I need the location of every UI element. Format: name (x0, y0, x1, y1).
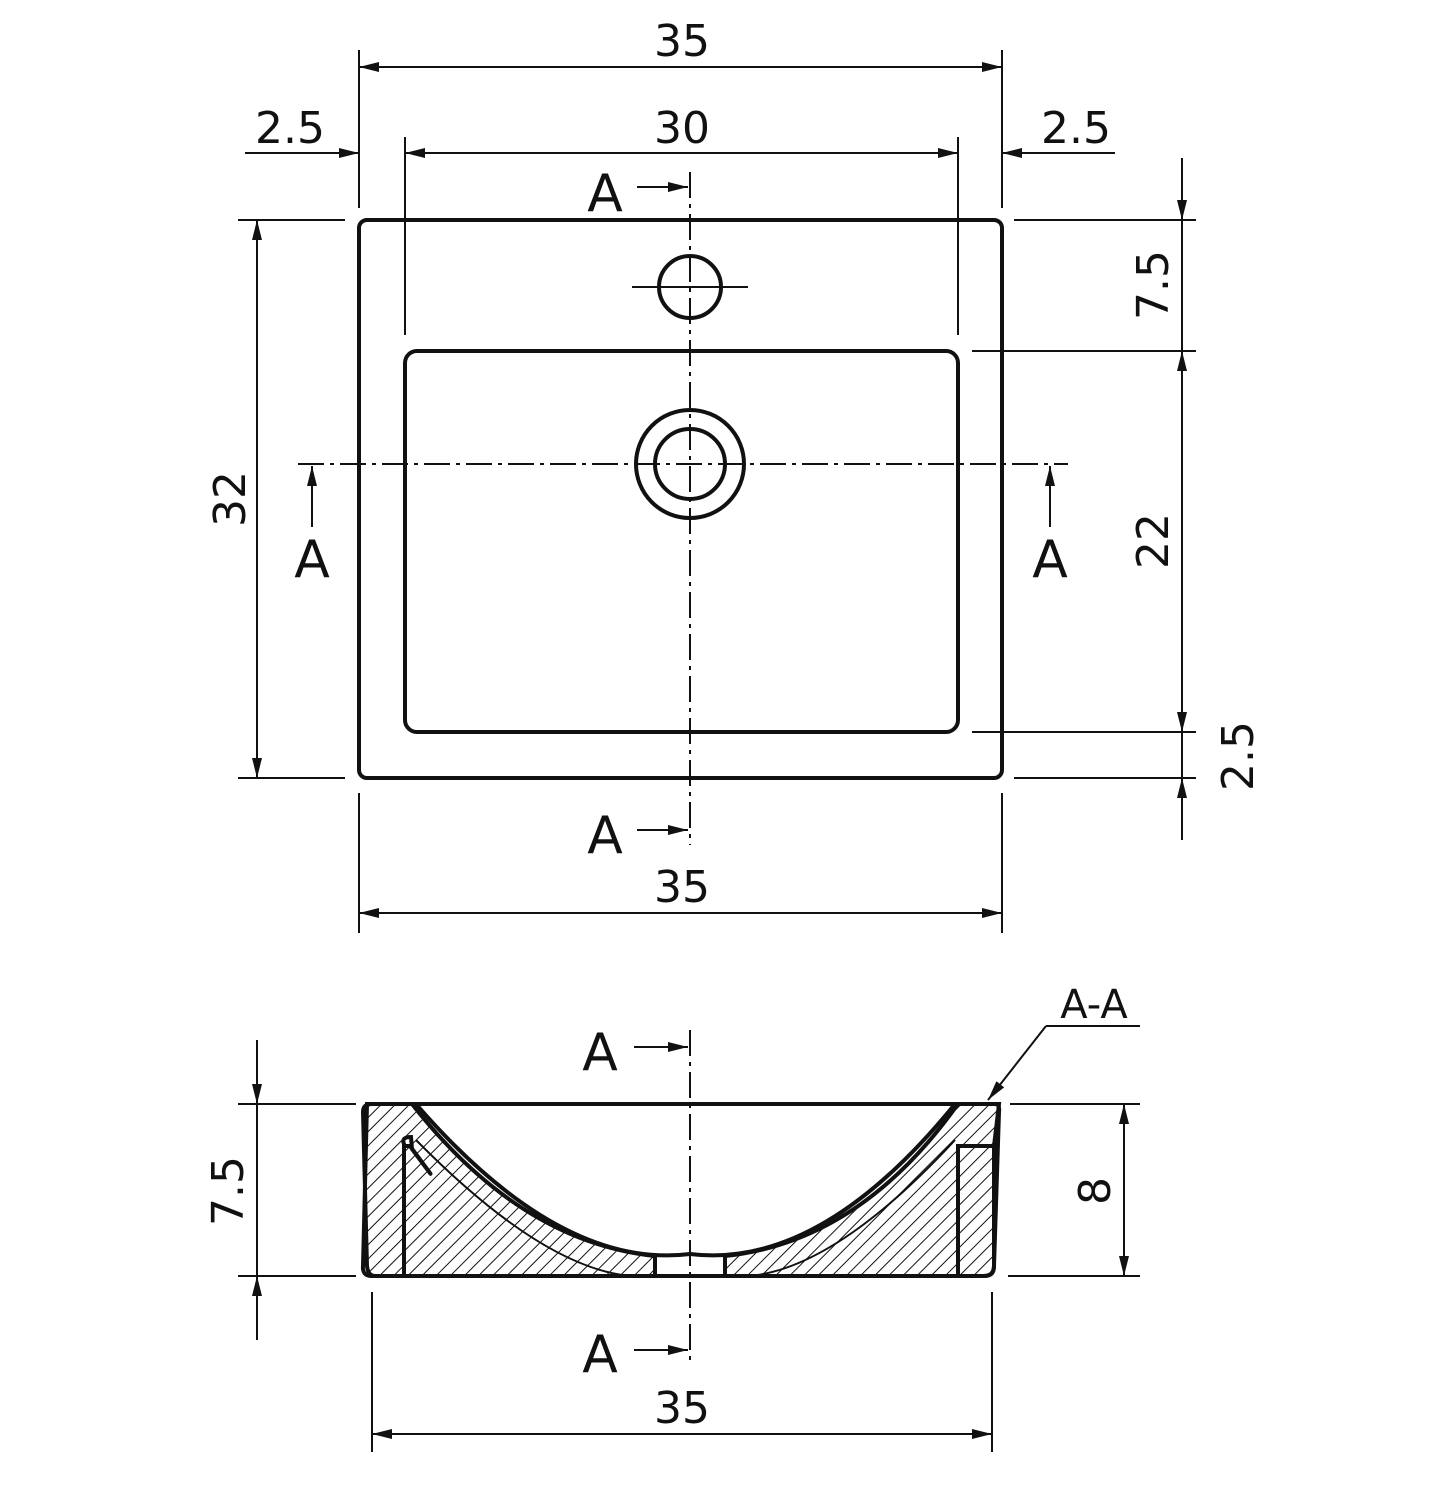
section-letter: A (582, 1325, 618, 1385)
dim-back-margin: 7.5 (1128, 250, 1179, 320)
section-marker-right: A (1032, 466, 1068, 590)
dim-section-height: 7.5 (203, 1156, 254, 1226)
section-title: A-A (1060, 982, 1128, 1028)
dim-overall-depth: 32 (205, 471, 256, 527)
section-wall-left (360, 1102, 657, 1278)
section-letter: A (587, 806, 623, 866)
dim-basin-depth: 22 (1128, 513, 1179, 569)
section-leader-arrow (987, 1025, 1047, 1101)
dim-right-margin: 2.5 (1041, 103, 1111, 154)
sink-outer-outline (357, 218, 1004, 780)
section-outline (360, 1102, 1002, 1278)
dim-front-margin: 2.5 (1213, 721, 1264, 791)
section-marker-top: A (582, 1023, 688, 1083)
section-marker-left: A (294, 466, 330, 590)
section-letter: A (582, 1023, 618, 1083)
basin-bowl-inner-curve (415, 1139, 656, 1278)
section-view: 7.5 8 35 A-A A A (203, 982, 1140, 1452)
section-letter: A (587, 164, 623, 224)
dim-left-margin: 2.5 (255, 103, 325, 154)
section-marker-top: A (587, 164, 688, 224)
section-letter: A (294, 530, 330, 590)
basin-bowl-inner-curve (724, 1139, 956, 1278)
section-marker-bottom: A (582, 1325, 688, 1385)
dim-section-width: 35 (654, 1383, 710, 1434)
section-letter: A (1032, 530, 1068, 590)
dim-overall-width: 35 (654, 16, 710, 67)
basin-outline (403, 349, 960, 734)
section-marker-bottom: A (587, 806, 688, 866)
dim-inner-height: 8 (1070, 1177, 1121, 1205)
dim-inner-width: 30 (654, 103, 710, 154)
top-view: 35 30 2.5 2.5 32 7.5 22 2.5 35 A A A (205, 16, 1264, 933)
dim-bottom-width: 35 (654, 862, 710, 913)
